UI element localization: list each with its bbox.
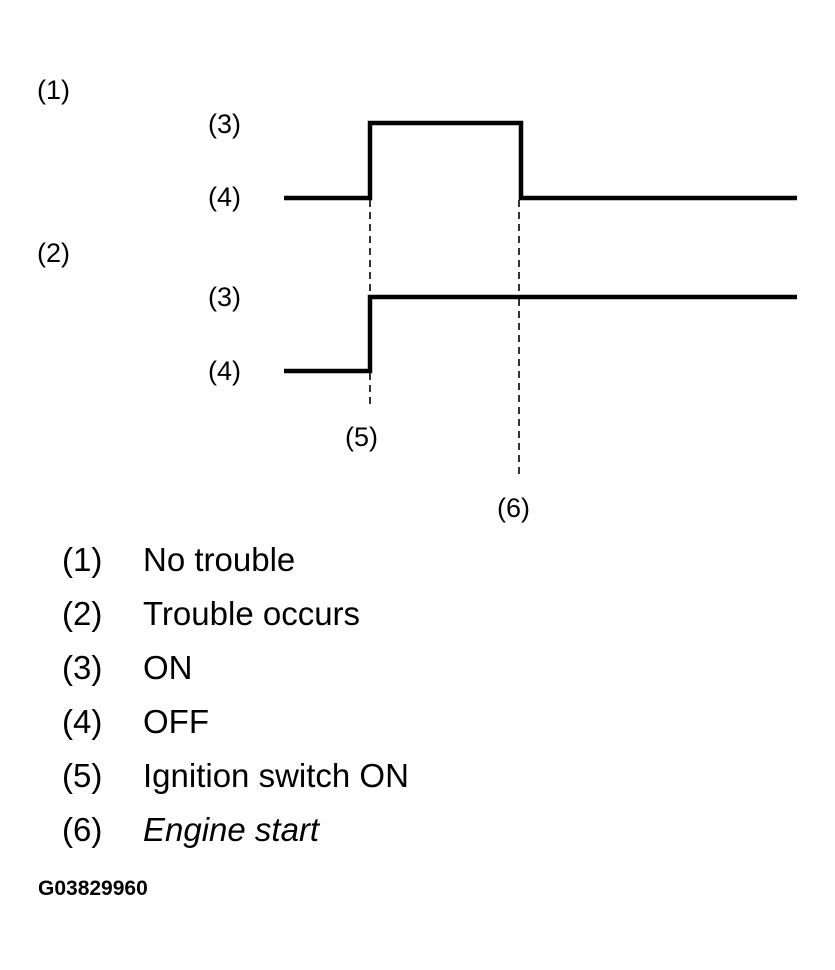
legend-num-5: (5) (62, 757, 102, 794)
legend-text-no-trouble: No trouble (143, 541, 295, 578)
group-label-no-trouble: (1) (37, 75, 70, 105)
figure-code: G03829960 (38, 877, 148, 900)
legend-num-1: (1) (62, 541, 102, 578)
signal1-on-label: (3) (208, 109, 241, 139)
legend-num-3: (3) (62, 649, 102, 686)
group-label-trouble-occurs: (2) (37, 238, 70, 268)
signal1-off-label: (4) (208, 182, 241, 212)
signal2-on-label: (3) (208, 282, 241, 312)
signal1-waveform (284, 120, 797, 201)
legend-num-4: (4) (62, 703, 102, 740)
legend-text-ignition-switch-on: Ignition switch ON (143, 757, 409, 794)
legend-num-2: (2) (62, 595, 102, 632)
legend-text-trouble-occurs: Trouble occurs (143, 595, 360, 632)
event6-label: (6) (497, 493, 530, 523)
signal2-off-label: (4) (208, 356, 241, 386)
legend-text-off: OFF (143, 703, 209, 740)
legend-text-on: ON (143, 649, 193, 686)
legend-text-engine-start: Engine start (143, 811, 321, 848)
legend: (1) No trouble (2) Trouble occurs (3) ON… (62, 541, 409, 848)
signal2-waveform (284, 294, 797, 374)
event5-label: (5) (345, 422, 378, 452)
legend-num-6: (6) (62, 811, 102, 848)
